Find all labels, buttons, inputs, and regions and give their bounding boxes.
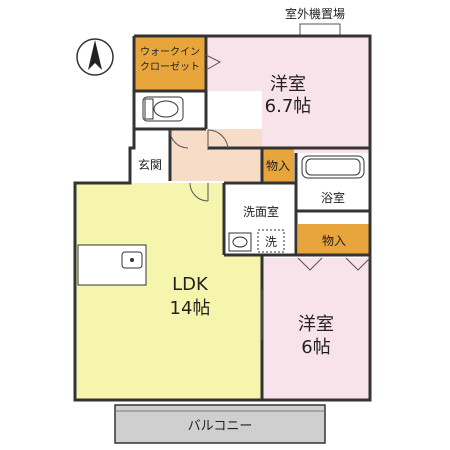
bedroom-2 bbox=[262, 258, 370, 400]
storage-2-label: 物入 bbox=[322, 234, 346, 248]
bedroom-1-size: 6.7帖 bbox=[265, 96, 312, 117]
entrance-label: 玄関 bbox=[138, 157, 162, 172]
ldk-size: 14帖 bbox=[170, 298, 211, 319]
ldk-name: LDK bbox=[172, 274, 209, 295]
wash-basin-icon bbox=[228, 232, 252, 252]
washing-machine-icon bbox=[257, 229, 285, 253]
bedroom-2-name: 洋室 bbox=[298, 314, 334, 335]
walk-in-closet bbox=[134, 36, 206, 91]
toilet-icon bbox=[142, 96, 184, 122]
walk-in-closet-label-1: ウォークイン bbox=[140, 46, 200, 58]
bedroom-2-size: 6帖 bbox=[301, 337, 330, 358]
doors bbox=[169, 54, 371, 340]
bedroom-1-name: 洋室 bbox=[270, 74, 306, 95]
balcony-label: バルコニー bbox=[188, 419, 253, 434]
bathroom-label: 浴室 bbox=[321, 190, 345, 205]
bathtub-icon bbox=[301, 155, 365, 179]
north-arrow-icon bbox=[76, 38, 114, 76]
outdoor-unit-pad bbox=[299, 23, 341, 37]
outdoor-unit-label: 室外機置場 bbox=[285, 6, 345, 21]
hallway bbox=[170, 129, 262, 181]
entrance bbox=[130, 148, 170, 178]
storage-1 bbox=[262, 148, 294, 182]
washroom-label: 洗面室 bbox=[243, 204, 279, 219]
washer-label: 洗 bbox=[265, 235, 277, 249]
storage-1-label: 物入 bbox=[266, 159, 290, 173]
kitchen-sink-icon bbox=[121, 251, 143, 269]
hall-upper bbox=[206, 91, 262, 129]
ldk-room bbox=[75, 183, 262, 400]
walk-in-closet-label-2: クローゼット bbox=[140, 61, 200, 73]
storage-2 bbox=[298, 224, 370, 256]
